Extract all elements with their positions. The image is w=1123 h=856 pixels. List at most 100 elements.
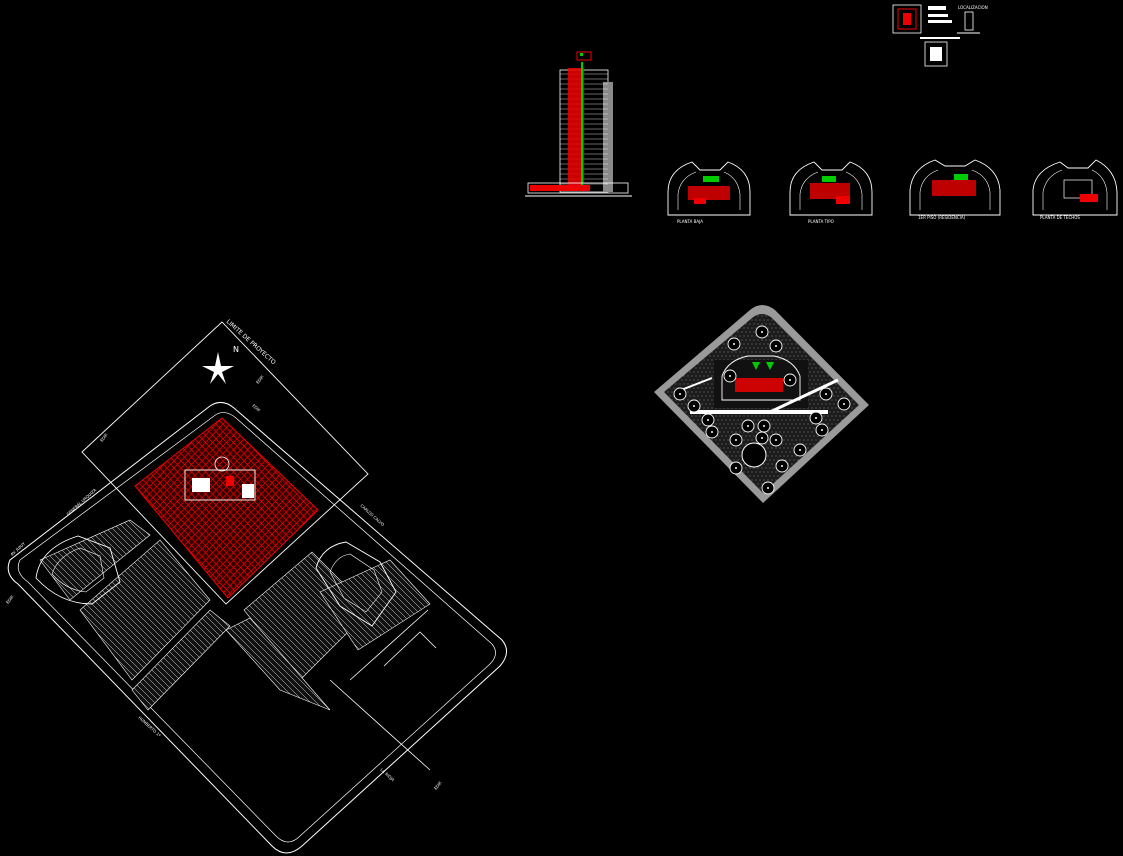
plaza-dot (681, 483, 683, 485)
plaza-dot (669, 347, 671, 349)
plaza-dot (805, 427, 807, 429)
plaza-dot (843, 431, 845, 433)
plaza-dot (837, 411, 839, 413)
plaza-dot (835, 415, 837, 417)
plaza-dot (664, 375, 665, 377)
plaza-dot (823, 415, 825, 417)
plaza-dot (677, 483, 679, 485)
parking-stripe (432, 500, 672, 740)
plaza-dot (665, 475, 667, 477)
plaza-dot (765, 443, 767, 445)
plaza-dot (683, 431, 685, 433)
plaza-dot (759, 351, 761, 353)
plaza-dot (683, 439, 685, 441)
plaza-dot (843, 391, 845, 393)
plaza-dot (661, 435, 662, 436)
plaza-dot (741, 355, 743, 357)
tree-center (789, 379, 791, 381)
plaza-dot (783, 431, 785, 433)
plaza-dot (831, 359, 833, 361)
plaza-dot (673, 339, 675, 341)
plaza-dot (777, 355, 779, 357)
plaza-dot (707, 367, 709, 369)
plaza-dot (843, 311, 844, 312)
plaza-dot (813, 459, 815, 461)
plaza-dot (707, 319, 709, 321)
plaza-dot (819, 487, 821, 489)
plaza-dot (819, 407, 821, 409)
plaza-dot (771, 415, 773, 417)
plaza-dot (857, 467, 859, 469)
plaza-dot (775, 471, 777, 473)
plaza-dot (823, 479, 825, 481)
plaza-dot (835, 439, 837, 441)
plaza-dot (711, 479, 713, 481)
plaza-dot (853, 363, 855, 365)
plaza-dot (809, 315, 811, 317)
plaza-dot (723, 423, 725, 425)
plaza-dot (733, 459, 735, 461)
plaza-dot (827, 319, 829, 321)
plaza-dot (667, 415, 669, 417)
plaza-dot (773, 467, 775, 469)
plaza-dot (687, 383, 689, 385)
plaza-dot (673, 363, 675, 365)
plaza-dot (839, 367, 841, 369)
plaza-dot (843, 343, 845, 345)
plaza-dot (673, 475, 675, 477)
plaza-dot (685, 355, 687, 357)
plaza-dot (821, 459, 823, 461)
plaza-dot (851, 431, 853, 433)
plaza-dot (747, 343, 749, 345)
plaza-dot (833, 419, 835, 421)
plaza-dot (703, 407, 705, 409)
plaza-dot (795, 311, 796, 312)
walkway (769, 378, 839, 414)
plaza-dot (679, 327, 681, 329)
plaza-dot (845, 435, 847, 437)
plaza-dot (687, 327, 689, 329)
plaza-dot (845, 363, 847, 365)
plaza-dot (829, 355, 831, 357)
parking-stripe (419, 520, 430, 710)
tree-center (733, 343, 735, 345)
plaza-dot (697, 491, 699, 493)
plaza-dot (729, 451, 731, 453)
plaza-dot (753, 339, 755, 341)
plaza-dot (831, 335, 833, 337)
plaza-dot (679, 351, 681, 353)
plaza-dot (845, 379, 847, 381)
plaza-dot (717, 435, 719, 437)
plaza-dot (687, 375, 689, 377)
plaza-dot (661, 491, 662, 492)
plaza-dot (801, 323, 803, 325)
plaza-dot (773, 419, 775, 421)
plaza-dot (811, 431, 813, 433)
plaza-dot (673, 451, 675, 453)
plaza-dot (797, 331, 799, 333)
plaza-dot (711, 391, 713, 393)
plaza-dot (659, 367, 660, 368)
plaza-dot (831, 487, 833, 489)
plaza-dot (667, 359, 669, 361)
plaza-dot (809, 387, 811, 389)
plaza-dot (701, 491, 703, 493)
plaza-dot (665, 331, 667, 333)
plaza-dot (669, 315, 671, 317)
plaza-dot (723, 311, 724, 312)
plaza-dot (683, 343, 685, 345)
plaza-dot (853, 355, 855, 357)
plaza-dot (695, 415, 697, 417)
plaza-dot (825, 379, 827, 381)
plaza-dot (667, 367, 669, 369)
plaza-dot (811, 407, 813, 409)
plaza-dot (801, 435, 803, 437)
plaza-dot (729, 483, 731, 485)
plaza-dot (669, 435, 671, 437)
plaza-dot (713, 459, 715, 461)
plaza-dot (709, 371, 711, 373)
plaza-dot (789, 355, 791, 357)
plaza-dot (679, 335, 681, 337)
plaza-dot (681, 347, 683, 349)
plaza-dot (721, 467, 723, 469)
